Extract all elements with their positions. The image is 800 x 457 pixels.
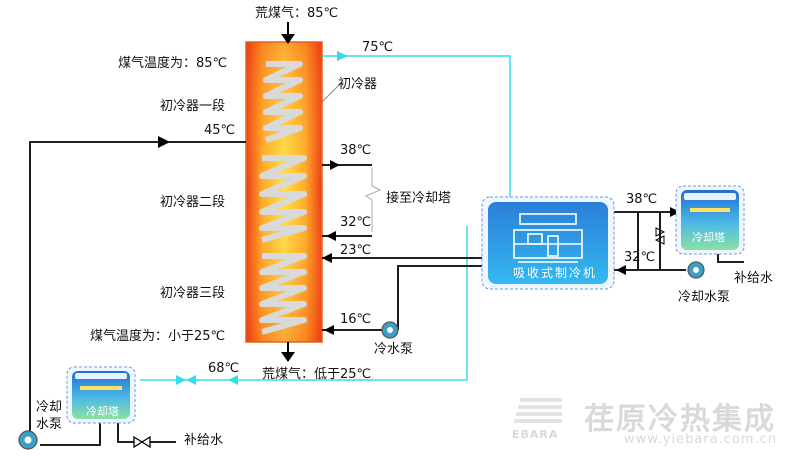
gas-temp-bottom-label: 煤气温度为：小于25℃: [90, 329, 226, 344]
temp-45-label: 45℃: [204, 123, 236, 138]
watermark-brand: EBARA: [512, 428, 559, 441]
arrow-45: [158, 136, 170, 148]
temp-38-right-label: 38℃: [626, 192, 658, 207]
temp-75-label: 75℃: [362, 40, 394, 55]
watermark-logo: [514, 398, 562, 423]
raw-gas-outlet-arrow: [281, 342, 295, 362]
bypass-valve: [654, 227, 666, 245]
makeup-water-left-label: 补给水: [184, 433, 224, 448]
absorption-chiller: [481, 196, 615, 290]
primary-cooler: [245, 41, 323, 343]
makeup-water-right-label: 补给水: [734, 271, 774, 286]
temp-68-label: 68℃: [208, 361, 240, 376]
arrow-32-left: [326, 231, 336, 241]
coil-stage-1: [263, 61, 303, 143]
temp-32-left-label: 32℃: [340, 215, 372, 230]
cooling-pump-left-label-1: 冷却: [36, 400, 63, 415]
temp-23-label: 23℃: [340, 243, 372, 258]
gas-temp-top-label: 煤气温度为：85℃: [118, 56, 228, 71]
arrow-38-left: [330, 160, 340, 170]
primary-cooler-label: 初冷器: [338, 77, 378, 92]
cooling-pump-right-label: 冷却水泵: [678, 290, 731, 305]
temp-32-right-label: 32℃: [624, 250, 656, 265]
cooling-tower-right: [675, 185, 745, 255]
cooling-pump-right: [687, 261, 705, 279]
chilled-pump-label: 冷水泵: [374, 342, 414, 357]
break-line: [364, 168, 382, 232]
cooler-pointer-line: [321, 83, 341, 103]
raw-gas-inlet-arrow: [281, 22, 295, 44]
arrow-32-right: [616, 265, 626, 275]
cooling-tower-left-label: 冷却塔: [86, 405, 119, 418]
cooling-tower-right-label: 冷却塔: [692, 231, 725, 244]
temp-16-label: 16℃: [340, 312, 372, 327]
absorption-chiller-label: 吸收式制冷机: [513, 266, 598, 280]
makeup-valve-left: [133, 435, 151, 449]
stage1-label: 初冷器一段: [160, 99, 226, 114]
coil-stage-3: [259, 253, 307, 335]
coil-stage-2: [259, 155, 307, 243]
left-bottom-lines: [40, 420, 176, 446]
cooling-pump-left: [18, 430, 38, 450]
stage3-label: 初冷器三段: [160, 286, 226, 301]
stage2-label: 初冷器二段: [160, 195, 226, 210]
hot-water-arrow-75: [337, 51, 348, 61]
chilled-water-pump: [381, 321, 399, 339]
cooling-tower-left: [66, 366, 136, 424]
watermark-url: www.yiebara.com.cn: [624, 432, 778, 447]
stage1-cooling-line: [29, 141, 246, 445]
raw-gas-outlet-label: 荒煤气：低于25℃: [262, 367, 372, 382]
cooling-pump-left-label-2: 水泵: [36, 417, 63, 432]
arrow-38-right: [670, 207, 680, 217]
arrow-16: [324, 325, 334, 335]
hot-water-loop: [140, 55, 511, 381]
temp-38-left-label: 38℃: [340, 143, 372, 158]
hot-water-arrow-68: [228, 375, 238, 385]
raw-gas-inlet-label: 荒煤气：85℃: [255, 6, 339, 21]
arrow-23: [322, 253, 332, 263]
hot-water-valve: [176, 375, 196, 385]
to-cooling-tower-label: 接至冷却塔: [386, 191, 452, 206]
watermark-company: 荏原冷热集成: [584, 402, 776, 437]
